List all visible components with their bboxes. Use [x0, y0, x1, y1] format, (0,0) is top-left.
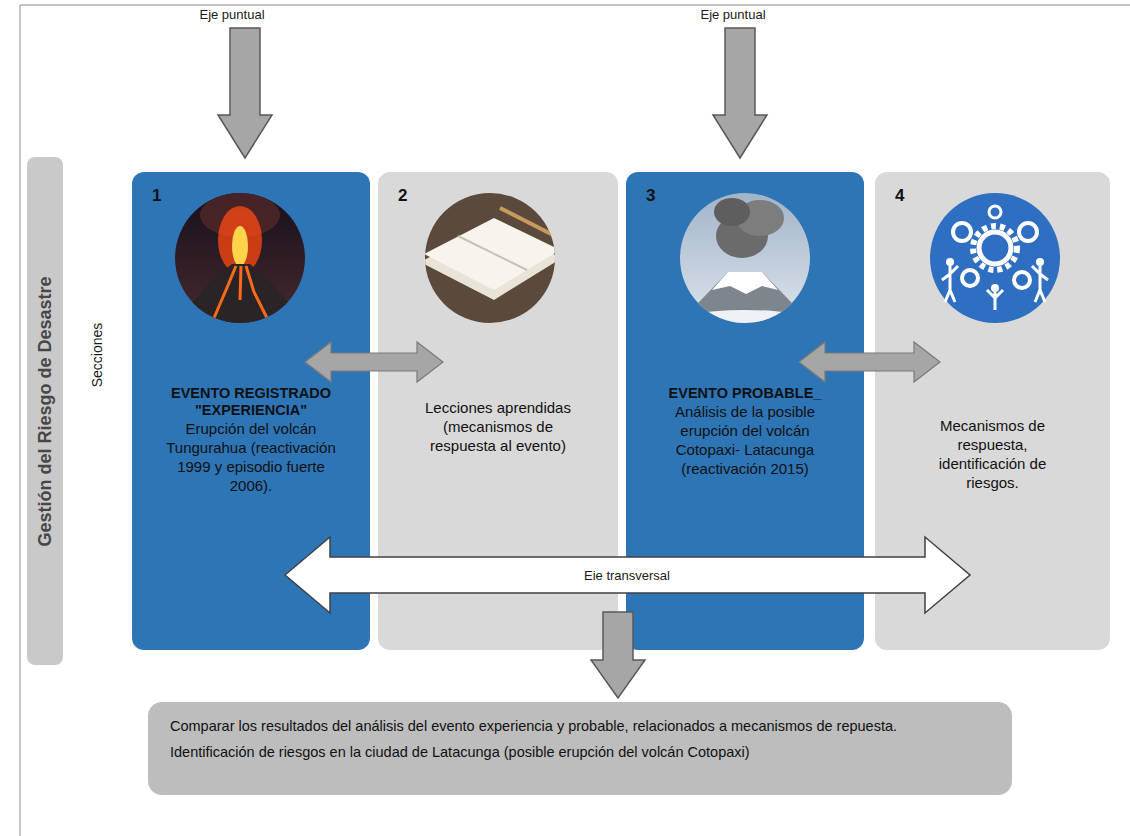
section-body: Mecanismos de respuesta, identificación … [927, 416, 1058, 492]
axis-label: Eie transversal [581, 568, 673, 583]
lava-glow [218, 206, 262, 274]
person-head [1036, 258, 1044, 266]
person-head [946, 258, 954, 266]
section-body: Erupción del volcán Tungurahua (reactiva… [162, 419, 340, 495]
conclusion-text: Identificación de riesgos en la ciudad d… [170, 742, 992, 763]
section-number: 4 [875, 172, 1110, 206]
section-text: Lecciones aprendidas (mecanismos de resp… [378, 398, 618, 455]
down-arrow [591, 612, 645, 698]
section-number: 2 [378, 172, 618, 206]
double-arrow-connector [799, 342, 940, 382]
person-body [1032, 266, 1048, 302]
down-arrow [218, 28, 272, 158]
section-text: Mecanismos de respuesta, identificación … [875, 416, 1110, 492]
conclusion-text: Comparar los resultados del análisis del… [170, 716, 992, 737]
person-head [991, 284, 999, 292]
section-body: Lecciones aprendidas (mecanismos de resp… [418, 398, 578, 455]
frame-line [20, 5, 1130, 6]
section-band: Gestión del Riesgo de Desastre [27, 157, 63, 665]
pencil [500, 208, 555, 236]
section-text: EVENTO REGISTRADO "EXPERIENCIA"Erupción … [132, 385, 370, 495]
section-number: 1 [132, 172, 370, 206]
gear [962, 270, 978, 286]
gear [989, 206, 1001, 218]
gears-people-icon [930, 193, 1060, 323]
sections-label: Secciones [89, 323, 105, 388]
person-body [942, 266, 958, 302]
gear [979, 232, 1011, 264]
cotopaxi-photo [665, 188, 825, 342]
frame-line [20, 5, 21, 836]
section-number: 3 [626, 172, 864, 206]
axis-label: Eje puntual [700, 7, 765, 22]
section-heading: EVENTO REGISTRADO "EXPERIENCIA" [162, 385, 340, 419]
lava-core [232, 226, 248, 266]
gear-teeth [973, 226, 1017, 270]
gear [953, 223, 971, 241]
lava-flow [214, 266, 268, 320]
notebook-spine [458, 236, 527, 270]
section-text: EVENTO PROBABLE_Análisis de la posible e… [626, 385, 864, 478]
volcano-eruption-photo [168, 188, 312, 330]
conclusion-box: Comparar los resultados del análisis del… [148, 702, 1012, 795]
axis-label: Eje puntual [199, 7, 264, 22]
ash-plume [714, 198, 750, 226]
down-arrow [713, 28, 767, 158]
gear [1014, 272, 1030, 288]
notebook-photo [420, 188, 562, 328]
section-heading: EVENTO PROBABLE_ [660, 385, 830, 402]
band-title: Gestión del Riesgo de Desastre [35, 276, 56, 546]
section-body: Análisis de la posible erupción del volc… [660, 402, 830, 478]
snow-cap [712, 272, 778, 294]
person-body [987, 290, 1003, 310]
gear [1019, 223, 1037, 241]
icon-ground [930, 193, 1060, 323]
double-arrow-connector [305, 342, 443, 382]
transversal-arrow [285, 537, 970, 613]
cloud [665, 310, 825, 342]
volcano-cone [168, 264, 312, 330]
photo-ground [420, 188, 560, 328]
